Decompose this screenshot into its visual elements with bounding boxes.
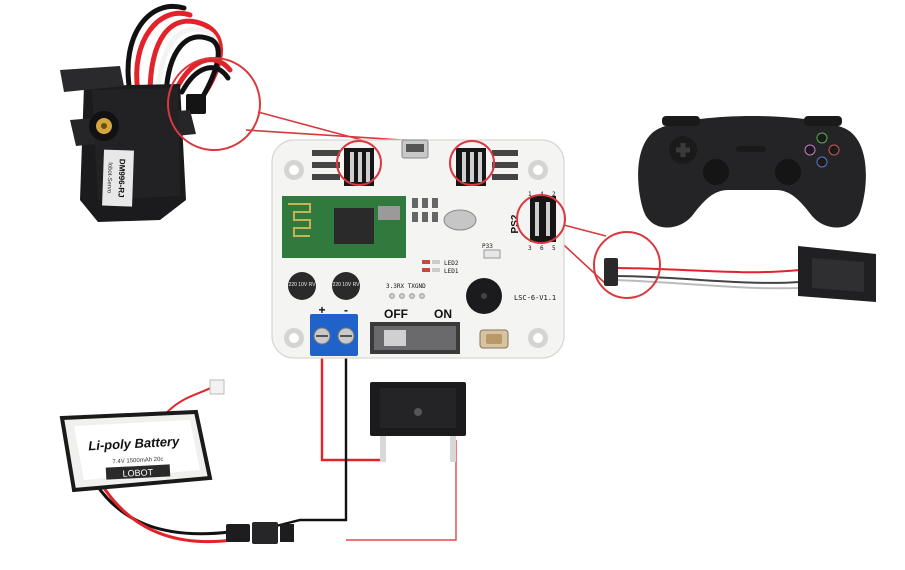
small-components [412,198,438,222]
power-switch: OFF ON [370,307,460,354]
board-model-label: LSC-6-V1.1 [514,294,556,302]
lipo-battery: Li-poly Battery 7.4V 1500mAh 20c LOBOT [59,379,233,544]
terminal-minus-label: - [344,303,348,317]
switch-off-label: OFF [384,307,408,321]
ps2-pin-3: 3 [528,245,532,252]
ps2-pin-2: 2 [552,191,556,198]
bluetooth-module [282,196,406,258]
ps2-cable-plug [604,258,618,286]
ps2-pin-6: 6 [540,245,544,252]
servo-label-group: DM996-RJ lobot-Servo [102,149,134,207]
jst-connector [226,522,294,544]
ps2-pin-5: 5 [552,245,556,252]
p33-label: P33 [482,243,493,250]
battery-title: Li-poly Battery [88,434,180,454]
battery-brand: LOBOT [122,467,153,479]
ps2-cable [604,246,876,302]
servo-cable [125,3,233,111]
servo-motor: DM996-RJ lobot-Servo [60,3,233,222]
ps2-header-highlight [516,194,566,244]
lsc6-control-board: PS2 1 4 2 3 6 5 P33 LED2 LED1 220 10V RV… [271,139,566,359]
servo-header-left-highlight [336,140,382,186]
serial-pins [389,293,425,299]
face-buttons-icon [804,132,840,168]
led1-label: LED1 [444,268,459,275]
servo-plug-highlight [167,57,261,151]
servo-model-text: DM996-RJ [116,159,126,198]
ps2-plug-highlight [593,231,661,299]
ps2-label: PS2 [510,214,521,233]
servo-plug [186,94,206,114]
ps2-controller [638,116,866,228]
led-components [422,260,440,272]
capacitor-1: 220 10V RV [288,272,316,300]
servo-header-right-highlight [449,140,495,186]
switch-module [370,382,466,462]
cap1-label: 220 10V RV [289,282,317,288]
power-wiring [275,336,457,541]
ps2-pin-1: 1 [528,191,532,198]
cap2-label: 220 10V RV [333,282,361,288]
mounting-holes [284,160,548,348]
led2-label: LED2 [444,260,459,267]
serial-label: 3.3RX TXGND [386,283,426,290]
ps2-header: PS2 1 4 2 3 6 5 [510,191,556,252]
battery-spec: 7.4V 1500mAh 20c [112,457,163,466]
terminal-plus-label: + [318,303,325,317]
power-terminal: + - [310,303,358,356]
switch-on-label: ON [434,307,452,321]
left-stick-icon [703,159,729,185]
right-stick-icon [775,159,801,185]
servo-header-right [456,148,518,186]
crystal-oscillator [443,209,477,231]
servo-brand-text: lobot-Servo [105,162,112,194]
capacitor-2: 220 10V RV [332,272,360,300]
servo-header-left [312,148,374,186]
